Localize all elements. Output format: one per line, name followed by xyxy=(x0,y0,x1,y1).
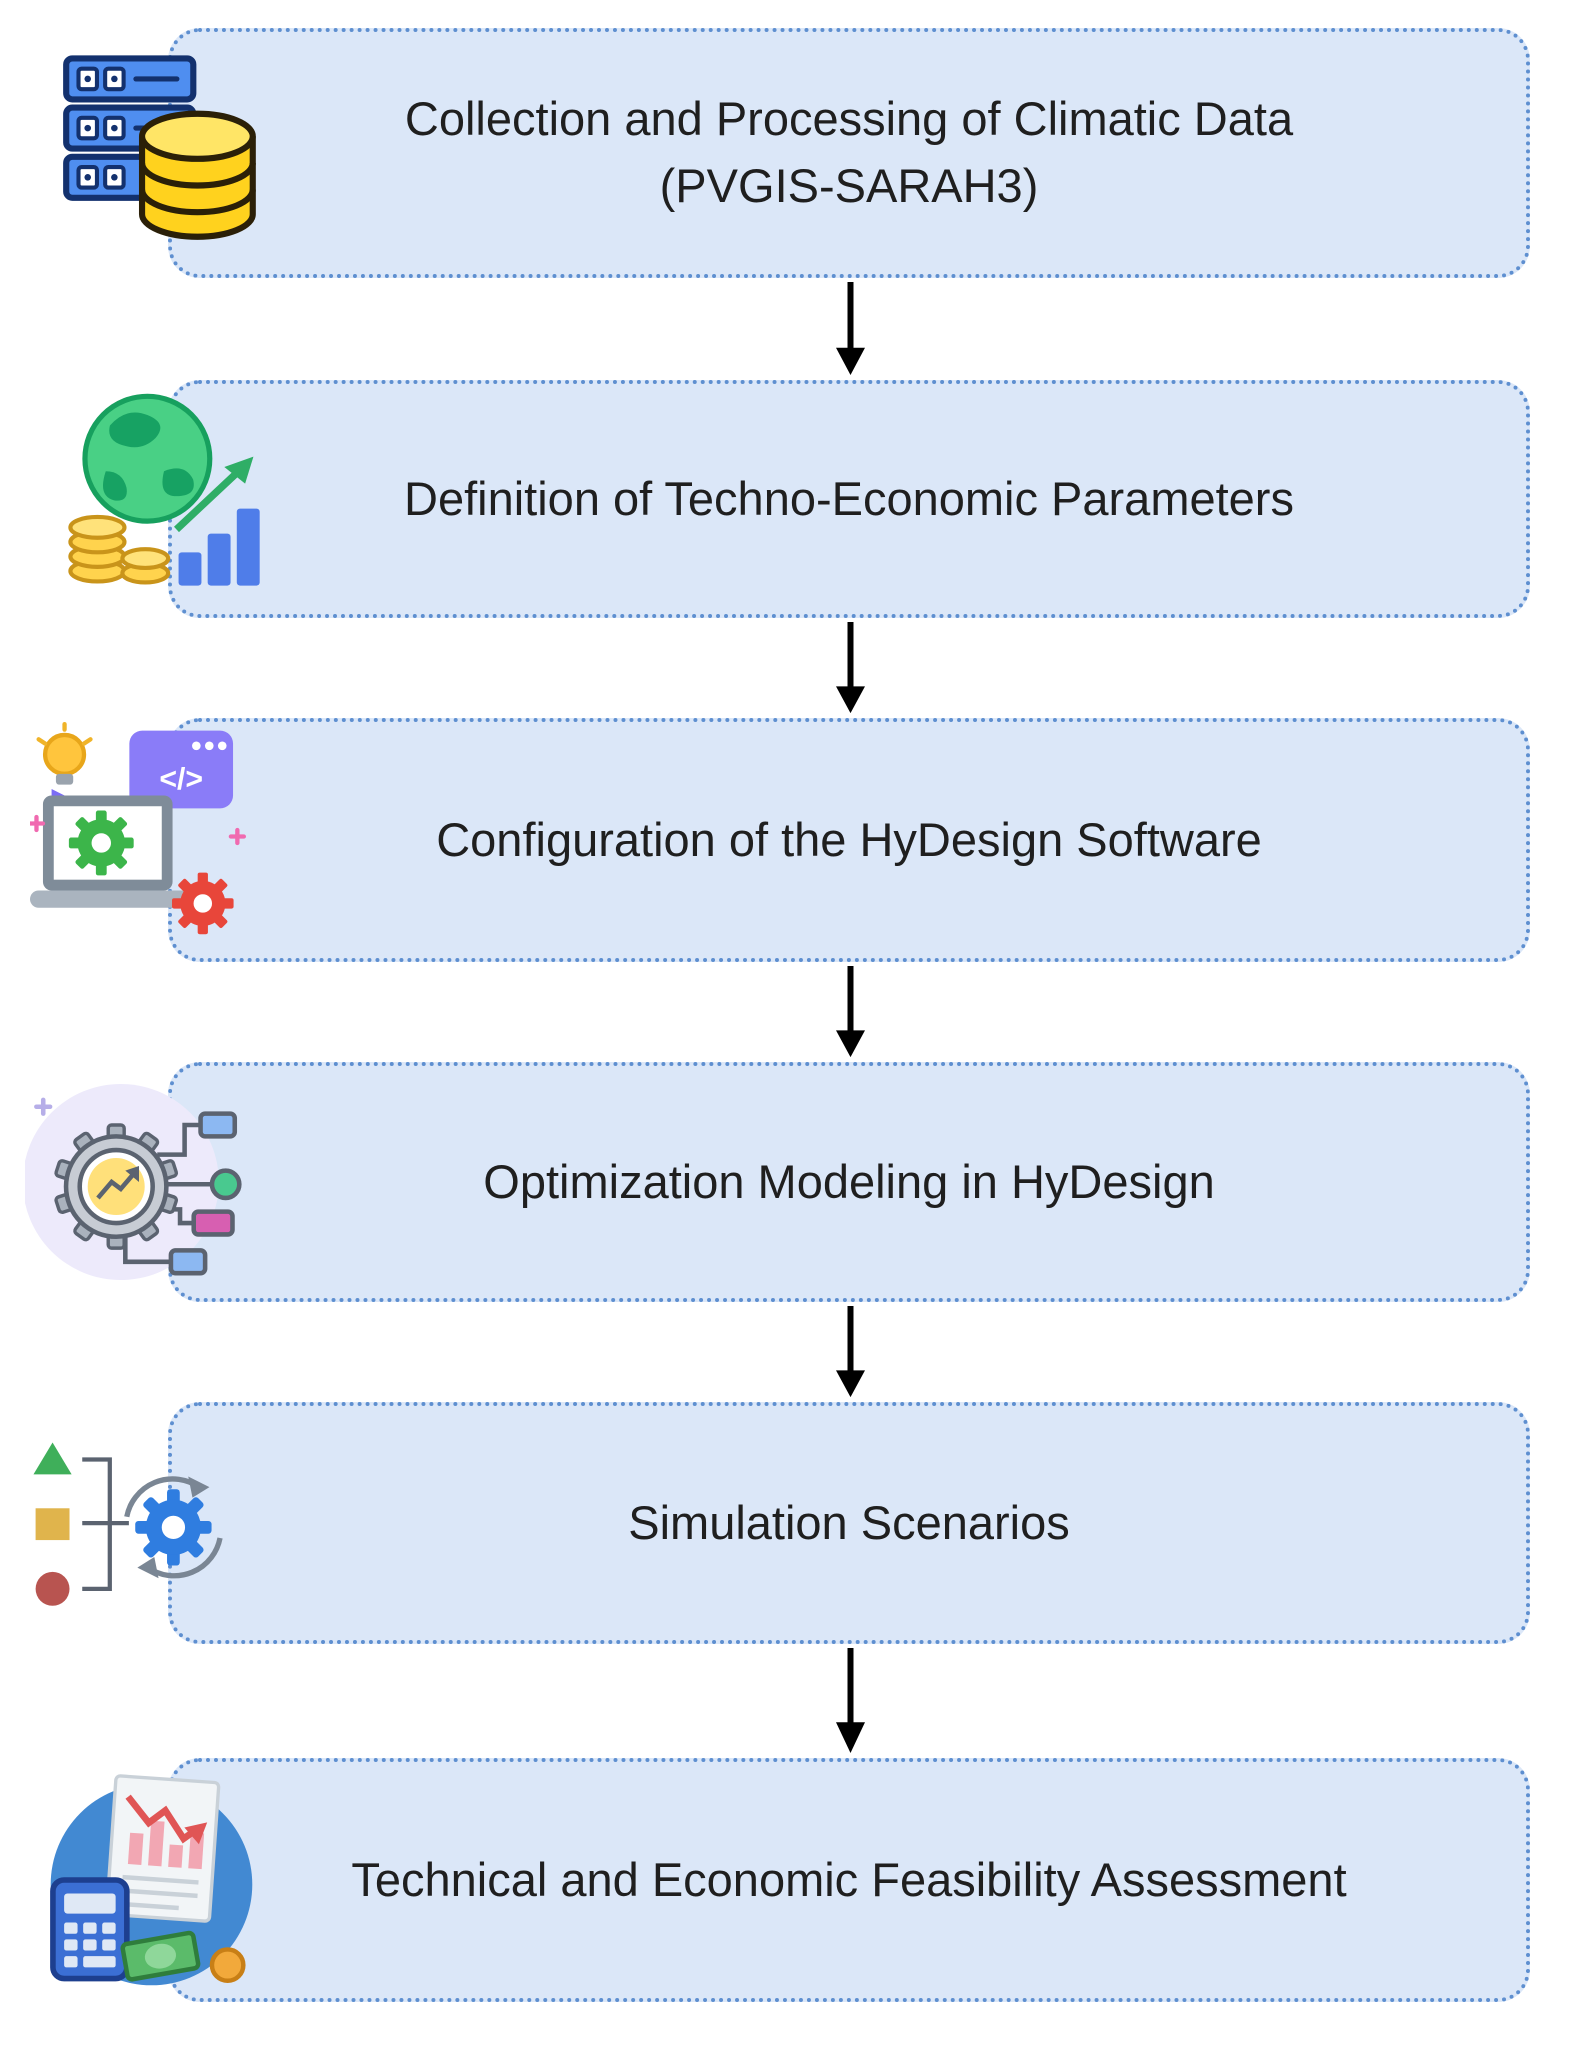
shapes-to-gear-icon xyxy=(25,1415,237,1627)
report-calculator-money-icon xyxy=(35,1768,259,1992)
flow-arrow xyxy=(830,1306,871,1398)
flow-arrow xyxy=(830,282,871,376)
lightbulb xyxy=(36,722,93,785)
coin-stack xyxy=(68,514,171,585)
circle-shape xyxy=(35,1571,70,1606)
flow-arrow xyxy=(830,1648,871,1754)
node-green xyxy=(209,1168,242,1201)
report-document xyxy=(105,1774,221,1923)
red-gear xyxy=(172,872,234,935)
step-box-climatic-data: Collection and Processing of Climatic Da… xyxy=(168,28,1530,278)
gear-analytics-network-icon xyxy=(25,1068,253,1296)
step-label-line: Optimization Modeling in HyDesign xyxy=(483,1154,1215,1208)
node-pink xyxy=(191,1209,235,1237)
analytics-gear xyxy=(54,1123,179,1250)
step-label-line: Definition of Techno-Economic Parameters xyxy=(404,471,1294,525)
step-box-hydesign-configuration: Configuration of the HyDesign Software xyxy=(168,718,1530,962)
code-window: </> xyxy=(129,730,234,809)
step-label-line: (PVGIS-SARAH3) xyxy=(659,159,1039,212)
step-box-simulation-scenarios: Simulation Scenarios xyxy=(168,1402,1530,1644)
node-blue-bottom xyxy=(168,1248,208,1276)
step-label-line: Collection and Processing of Climatic Da… xyxy=(404,92,1294,146)
step-box-techno-economic: Definition of Techno-Economic Parameters xyxy=(168,380,1530,618)
square-shape xyxy=(35,1508,70,1541)
database-cylinder xyxy=(138,110,256,240)
server-database-icon xyxy=(58,42,263,247)
cycle-arrows xyxy=(124,1476,223,1579)
calculator xyxy=(50,1877,130,1982)
step-label-line: Configuration of the HyDesign Software xyxy=(436,812,1262,866)
node-blue-top xyxy=(198,1111,238,1139)
blue-gear xyxy=(135,1489,212,1566)
laptop-code-gears-icon: </> xyxy=(30,722,246,938)
bar-chart xyxy=(178,508,260,586)
step-box-optimization-modeling: Optimization Modeling in HyDesign xyxy=(168,1062,1530,1302)
flow-arrow xyxy=(830,622,871,714)
code-glyph: </> xyxy=(159,763,203,796)
green-gear xyxy=(68,810,134,876)
step-label-line: Technical and Economic Feasibility Asses… xyxy=(351,1852,1347,1906)
triangle-shape xyxy=(33,1442,72,1475)
step-label-line: Simulation Scenarios xyxy=(628,1495,1070,1549)
flow-arrow xyxy=(830,966,871,1058)
growth-arrow xyxy=(173,456,254,533)
coin xyxy=(209,1947,246,1984)
money-bill xyxy=(120,1930,201,1982)
step-box-feasibility-assessment: Technical and Economic Feasibility Asses… xyxy=(168,1758,1530,2002)
globe-coins-chart-icon xyxy=(60,388,268,596)
